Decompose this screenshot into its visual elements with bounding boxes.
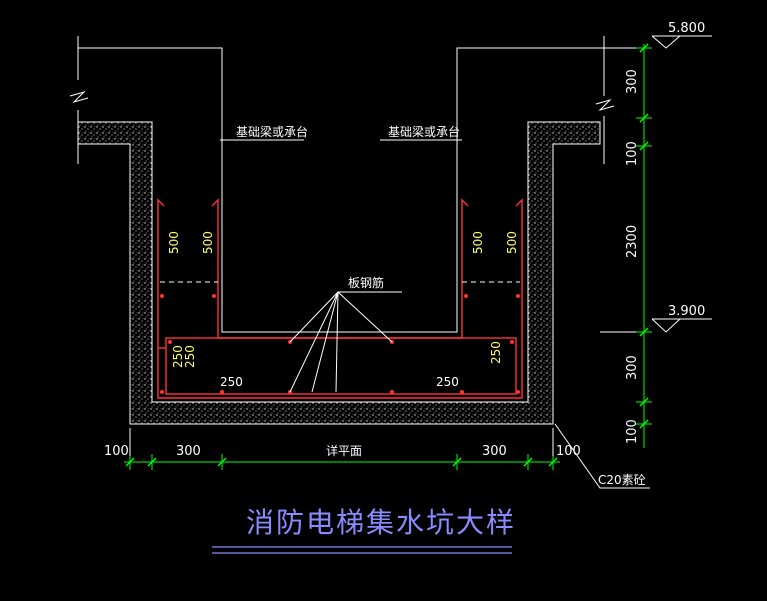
label-plan-note: 详平面 xyxy=(326,443,362,458)
title-underline xyxy=(212,546,512,554)
rebar-group xyxy=(157,198,523,399)
horizontal-dim-ticks xyxy=(125,457,558,467)
rebar-dim-right-500-a: 500 xyxy=(471,231,485,254)
leader-lines xyxy=(220,139,650,489)
concrete-pit-hatch xyxy=(77,121,601,425)
vdim-1: 300 xyxy=(625,69,640,94)
hdim-2: 300 xyxy=(176,444,201,459)
elevation-bottom-value: 3.900 xyxy=(668,304,705,319)
vdim-5: 100 xyxy=(625,419,640,444)
vertical-dim-ticks xyxy=(639,43,649,429)
foundation-outlines xyxy=(69,36,615,333)
rebar-dim-right-500-b: 500 xyxy=(505,231,519,254)
rebar-dim-left-500-b: 500 xyxy=(201,231,215,254)
drawing-title: 消防电梯集水坑大样 xyxy=(246,506,516,539)
rebar-dim-right-250-v: 250 xyxy=(489,341,503,364)
label-foundation-right: 基础梁或承台 xyxy=(388,124,460,139)
rebar-dim-left-250-v2: 250 xyxy=(183,345,197,368)
elevation-top-value: 5.800 xyxy=(668,21,705,36)
rebar-dim-left-250-h: 250 xyxy=(220,375,243,389)
rebar-dots xyxy=(160,294,520,394)
hdim-1: 100 xyxy=(104,444,129,459)
label-foundation-left: 基础梁或承台 xyxy=(236,124,308,139)
vdim-2: 100 xyxy=(625,141,640,166)
rebar-dim-left-250-v1: 250 xyxy=(171,345,185,368)
vdim-3: 2300 xyxy=(625,225,640,258)
label-rebar-note: 板钢筋 xyxy=(348,275,384,290)
hdim-3: 300 xyxy=(482,444,507,459)
rebar-dim-right-250-h: 250 xyxy=(436,375,459,389)
elevation-marker-top xyxy=(651,35,712,49)
rebar-dim-left-500-a: 500 xyxy=(167,231,181,254)
elevation-marker-bottom xyxy=(651,318,712,333)
label-concrete-note: C20素砼 xyxy=(598,473,646,487)
vdim-4: 300 xyxy=(625,355,640,380)
extension-lines xyxy=(129,47,636,456)
hdim-4: 100 xyxy=(556,444,581,459)
